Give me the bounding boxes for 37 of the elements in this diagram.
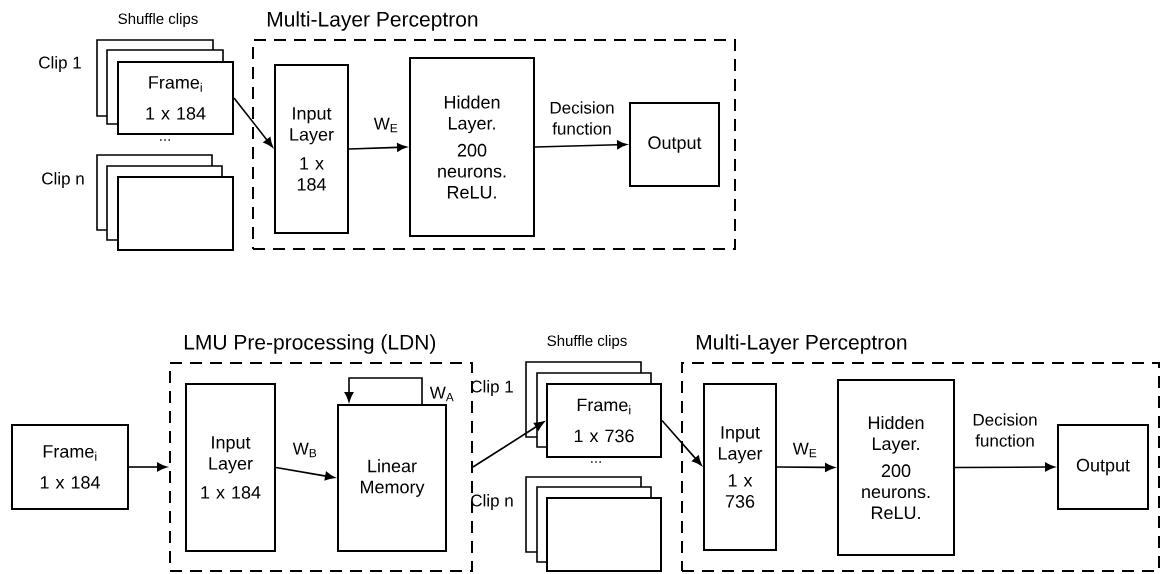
arrow — [128, 462, 167, 472]
edge-label: W$_{A}$ — [428, 385, 456, 403]
node-label: Multi-Layer Perceptron — [696, 334, 907, 354]
node-label: Multi-Layer Perceptron — [267, 11, 478, 31]
arrow — [472, 421, 545, 468]
text-label: Shuffle clips — [118, 13, 198, 27]
arrow — [776, 463, 835, 472]
layer-box: Input Layer 1 x 184 — [185, 383, 276, 552]
text-label: Clip n — [42, 172, 84, 188]
layer-box: Frame$_{i}$ 1 x 736 — [546, 383, 662, 458]
layer-box: Frame$_{i}$ 1 x 184 — [11, 424, 129, 510]
arrow — [344, 377, 423, 405]
arrow — [534, 140, 627, 150]
edge-label: W$_{E}$ — [372, 116, 400, 134]
layer-box: Linear Memory — [337, 404, 447, 552]
arrow — [661, 419, 702, 466]
text-label: ... — [591, 461, 601, 463]
layer-box: Hidden Layer. 200 neurons. ReLU. — [409, 57, 535, 237]
arrow — [348, 143, 407, 152]
layer-box: Hidden Layer. 200 neurons. ReLU. — [837, 379, 955, 556]
edge-label: Decision function — [964, 412, 1046, 448]
text-label: Clip 1 — [39, 56, 81, 72]
frame-box — [117, 176, 234, 251]
node-label: LMU Pre-processing (LDN) — [184, 334, 436, 354]
edge-label: W$_{E}$ — [791, 441, 819, 459]
frame-box — [546, 497, 662, 572]
layer-box: Frame$_{i}$ 1 x 184 — [117, 61, 234, 135]
layer-box: Output — [1057, 424, 1149, 510]
arrow — [954, 462, 1055, 472]
edge-label: Decision function — [541, 100, 623, 136]
layer-box: Input Layer 1 x 736 — [703, 383, 777, 551]
layer-box: Output — [629, 102, 720, 187]
text-label: Shuffle clips — [547, 335, 627, 349]
edge-label: W$_{B}$ — [291, 441, 319, 459]
arrow — [275, 466, 335, 481]
layer-box: Input Layer 1 x 184 — [274, 64, 349, 234]
text-label: ... — [160, 139, 170, 141]
